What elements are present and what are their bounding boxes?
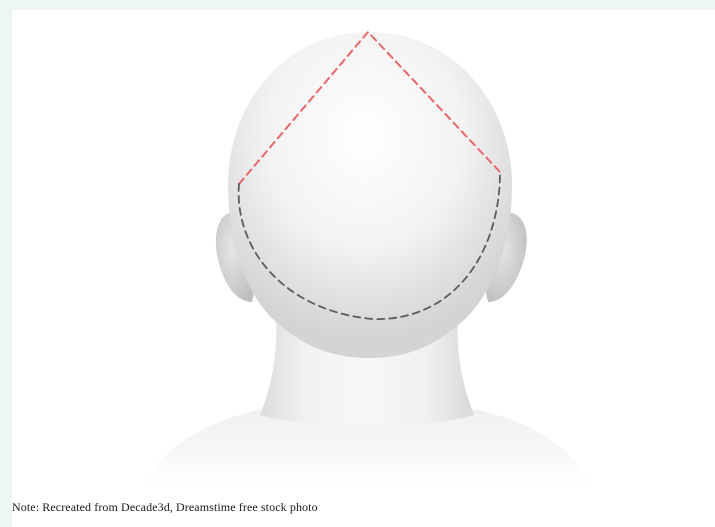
figure-panel: Note: Recreated from Decade3d, Dreamstim… xyxy=(12,10,715,527)
bottom-fade xyxy=(12,450,715,490)
head-back-view-svg xyxy=(12,10,715,490)
skull xyxy=(228,32,512,358)
figure-caption: Note: Recreated from Decade3d, Dreamstim… xyxy=(12,500,318,515)
head-illustration xyxy=(12,10,715,490)
